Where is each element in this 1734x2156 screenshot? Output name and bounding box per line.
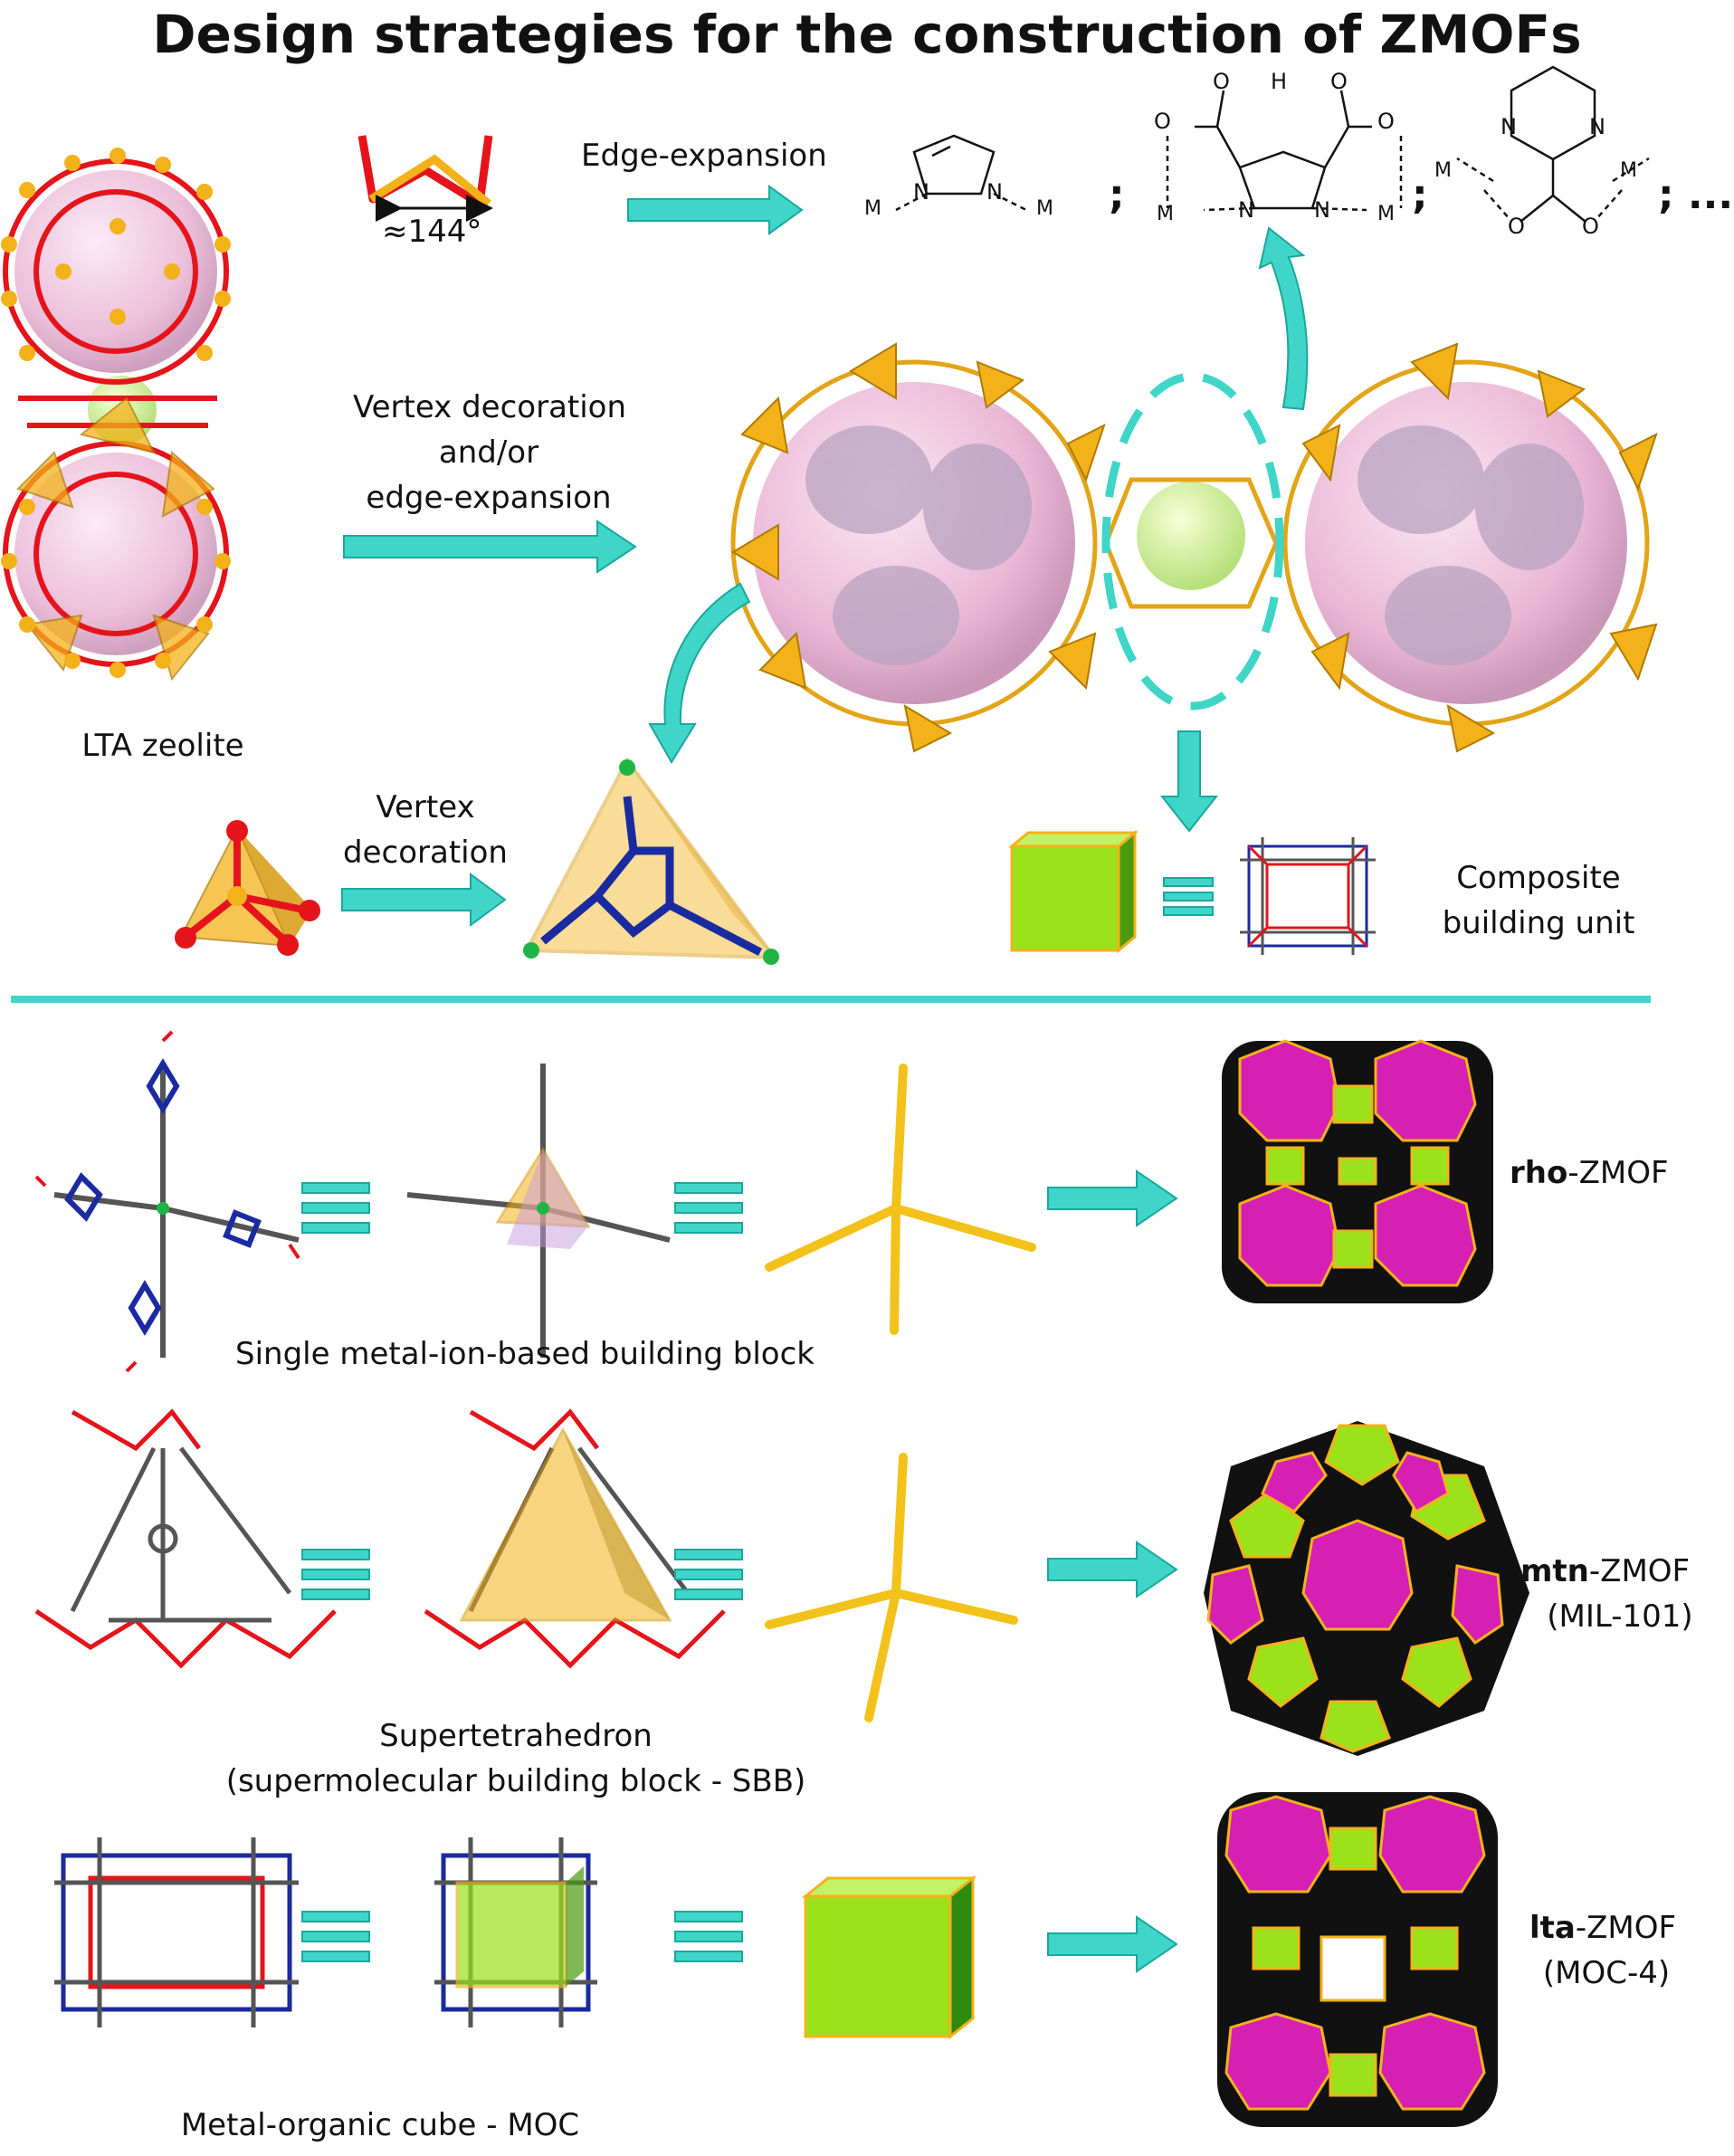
lta-sub-label: (MOC-4) xyxy=(1542,1955,1671,1991)
figure-title: Design strategies for the construction o… xyxy=(152,4,1582,65)
chem-n-2b: N xyxy=(1314,197,1330,223)
chem-o-2b: O xyxy=(1213,69,1230,94)
pyrimidine-carboxylate-linker xyxy=(1456,65,1650,223)
chem-o-2c: O xyxy=(1330,69,1348,94)
supertetra-label-2: (supermolecular building block - SBB) xyxy=(225,1763,806,1799)
mtn-bold: mtn xyxy=(1520,1553,1589,1589)
chem-o-3a: O xyxy=(1508,214,1525,239)
angle-label: ≈144° xyxy=(382,214,482,250)
equivalence-3a xyxy=(301,1911,370,1962)
si-o-si-fragment xyxy=(357,135,493,222)
equivalence-1b xyxy=(674,1182,743,1234)
vertex-decoration-label-2: decoration xyxy=(343,835,508,871)
mtn-sub-label: (MIL-101) xyxy=(1547,1598,1693,1635)
lta-rest: -ZMOF xyxy=(1575,1910,1677,1946)
arrow-down-composite xyxy=(1159,730,1219,833)
composite-label-1: Composite xyxy=(1456,860,1621,896)
composite-cube xyxy=(1007,829,1139,954)
chem-m-3b: M xyxy=(1620,159,1637,182)
lta-zeolite-structure xyxy=(1,148,231,682)
curved-arrow-to-linkers xyxy=(1258,226,1309,411)
separator-1: ; xyxy=(1109,172,1125,218)
chem-n-2a: N xyxy=(1238,197,1254,223)
chem-m-1b: M xyxy=(1036,197,1053,220)
chem-m-1a: M xyxy=(864,197,881,220)
vertex-decoration-label-1: Vertex xyxy=(376,789,475,825)
moc-cage-small xyxy=(1240,837,1376,955)
lta-zmof-label: lta-ZMOF xyxy=(1529,1910,1701,1947)
chem-o-3b: O xyxy=(1582,214,1599,239)
section-divider xyxy=(11,996,1651,1003)
single-metal-building-block-tetrahedral xyxy=(406,1064,671,1358)
composite-label-2: building unit xyxy=(1442,905,1635,941)
tetrahedral-node-1 xyxy=(765,1064,1036,1335)
separator-2: ; xyxy=(1412,172,1428,218)
vertex-edge-label-3: edge-expansion xyxy=(366,480,612,516)
chem-n-1a: N xyxy=(913,179,929,205)
imidazolate-linker xyxy=(895,134,1027,212)
single-block-label: Single metal-ion-based building block xyxy=(235,1336,815,1372)
arrow-edge-expansion xyxy=(627,185,804,235)
chem-o-2d: O xyxy=(1377,109,1395,134)
ellipsis: ; ... xyxy=(1658,172,1734,218)
rho-zmof-label: rho-ZMOF xyxy=(1510,1155,1669,1192)
sio4-tetrahedron xyxy=(175,820,320,956)
moc-label: Metal-organic cube - MOC xyxy=(180,2107,580,2143)
chem-h-2: H xyxy=(1271,69,1288,94)
equivalence-3b xyxy=(674,1911,743,1962)
tetrahedral-node-2 xyxy=(765,1453,1018,1722)
vertex-edge-label-1: Vertex decoration xyxy=(353,389,627,425)
rho-bold: rho xyxy=(1510,1155,1568,1191)
single-metal-building-block xyxy=(34,1030,300,1373)
moc-cage-decorated xyxy=(434,1837,597,2027)
imidazole-dicarboxylate-linker xyxy=(1166,90,1403,212)
chem-o-2a: O xyxy=(1154,109,1171,134)
curved-arrow-to-tetrahedron xyxy=(648,582,751,764)
chem-m-2b: M xyxy=(1377,203,1395,225)
arrow-to-mtn xyxy=(1047,1541,1178,1598)
edge-expansion-label: Edge-expansion xyxy=(581,138,827,174)
decorated-tetrahedron xyxy=(523,757,779,965)
rho-zmof-net xyxy=(1222,1039,1493,1303)
lta-zeolite-label: LTA zeolite xyxy=(81,728,244,764)
chem-n-3b: N xyxy=(1589,114,1605,139)
chem-m-3a: M xyxy=(1434,159,1452,182)
equivalence-2b xyxy=(674,1549,743,1600)
mtn-zmof-net xyxy=(1204,1421,1529,1756)
green-cube-lta xyxy=(801,1875,977,2040)
supertetrahedron-decorated xyxy=(424,1408,726,1669)
equivalence-2a xyxy=(301,1549,370,1600)
chem-n-3a: N xyxy=(1501,114,1517,139)
equivalence-composite xyxy=(1163,877,1214,916)
arrow-to-rho xyxy=(1047,1169,1178,1227)
mtn-zmof-label: mtn-ZMOF xyxy=(1520,1553,1720,1590)
supertetra-label-1: Supertetrahedron xyxy=(379,1718,653,1754)
mtn-rest: -ZMOF xyxy=(1588,1553,1691,1589)
rho-rest: -ZMOF xyxy=(1567,1155,1669,1191)
lta-bold: lta xyxy=(1529,1910,1576,1946)
moc-cage-raw xyxy=(54,1837,299,2027)
arrow-to-lta xyxy=(1047,1915,1178,1973)
chem-m-2a: M xyxy=(1157,203,1174,225)
supertetrahedron-raw xyxy=(34,1408,337,1669)
vertex-edge-label-2: and/or xyxy=(438,434,539,471)
expanded-lta-cages xyxy=(730,342,1658,753)
lta-zmof-net xyxy=(1217,1792,1498,2127)
chem-n-1b: N xyxy=(986,179,1003,205)
arrow-vertex-or-edge xyxy=(343,520,637,574)
arrow-vertex-decoration xyxy=(341,873,507,927)
equivalence-1a xyxy=(301,1182,370,1234)
